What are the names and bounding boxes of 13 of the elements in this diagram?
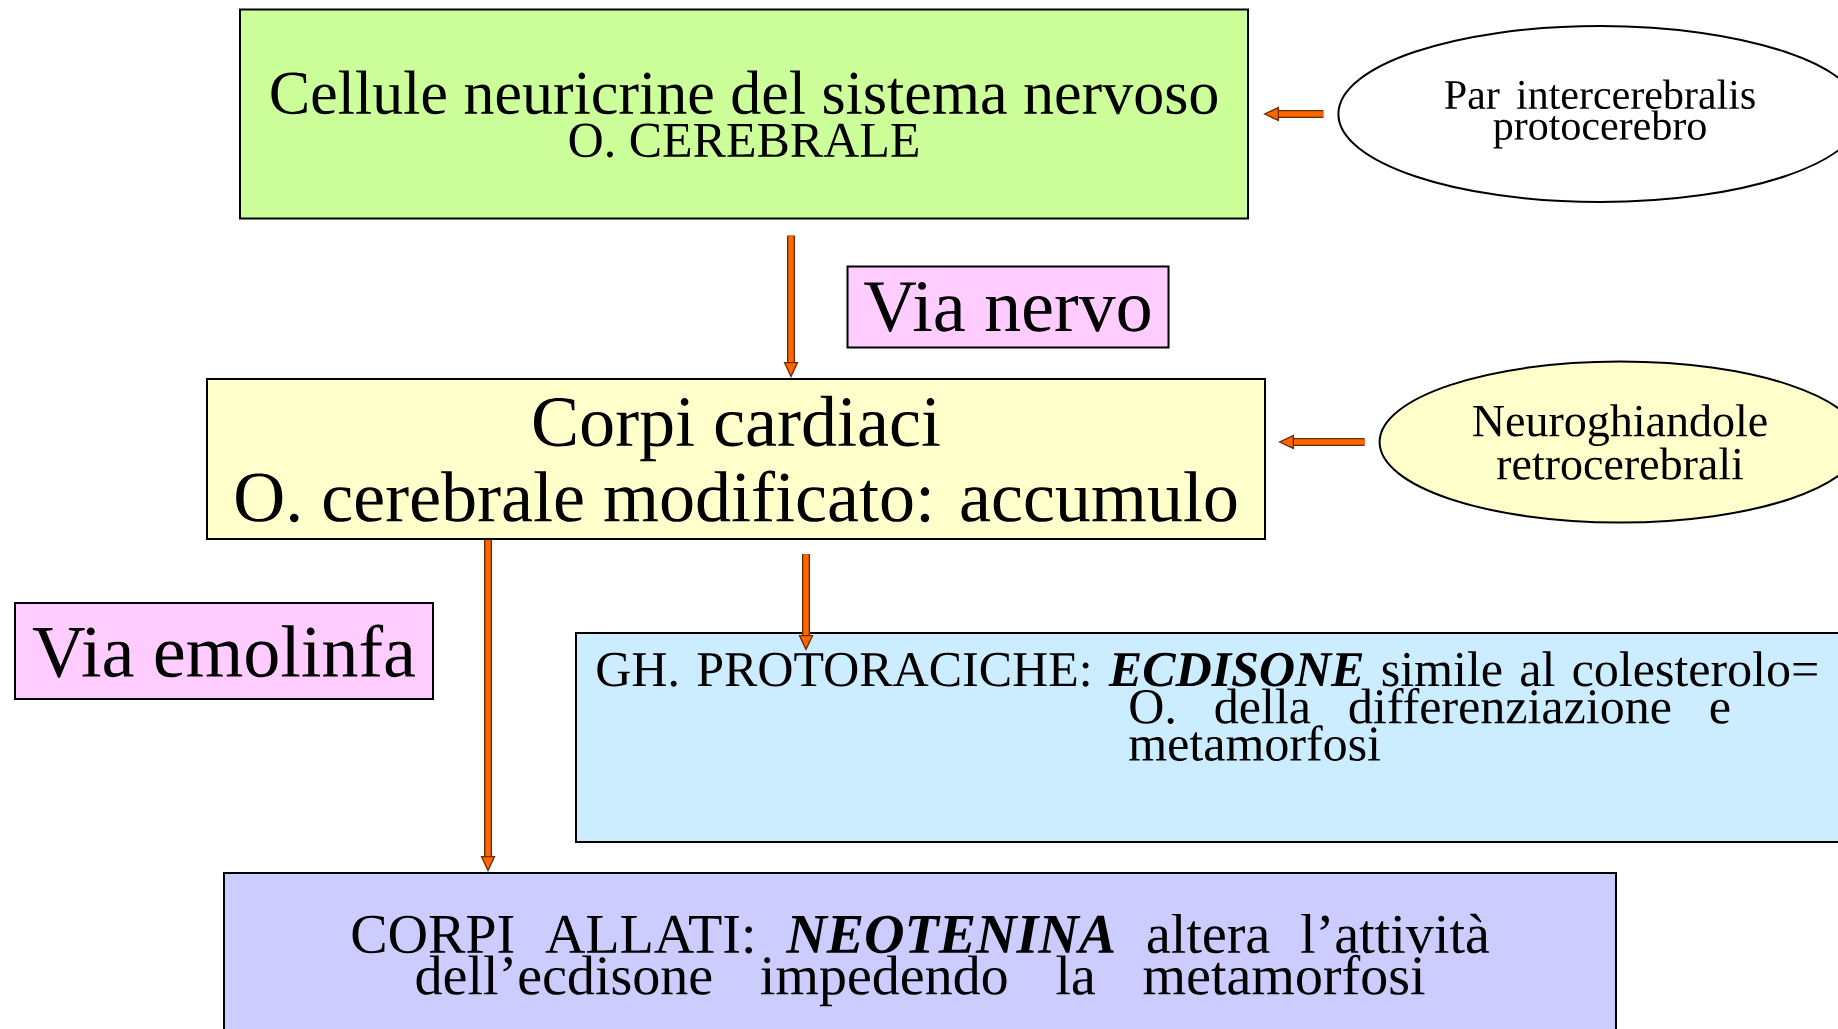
- text-box: Cellule neuricrine del sistema nervoso O. CEREBRALE: [239, 8, 1249, 220]
- arrow: [1278, 434, 1365, 450]
- arrow: [1263, 106, 1324, 122]
- label-box: Via emolinfa: [14, 602, 434, 700]
- oval-label: Par intercerebralis protocerebro: [1337, 25, 1838, 203]
- text-box: GH. PROTORACICHE: ECDISONE simile al colesterolo= O. della differenziazione e metamorfosi: [575, 632, 1838, 843]
- arrow: [798, 554, 814, 651]
- arrow: [480, 540, 496, 872]
- label-box: Via nervo: [846, 265, 1170, 349]
- text-box: CORPI ALLATI: NEOTENINA altera l’attività dell’ecdisone impedendo la metamorfosi: [223, 872, 1617, 1029]
- oval-label: Neuroghiandole retrocerebrali: [1378, 360, 1838, 524]
- arrow: [783, 235, 799, 378]
- text-box: Corpi cardiaci O. cerebrale modificato: accumulo: [206, 378, 1266, 540]
